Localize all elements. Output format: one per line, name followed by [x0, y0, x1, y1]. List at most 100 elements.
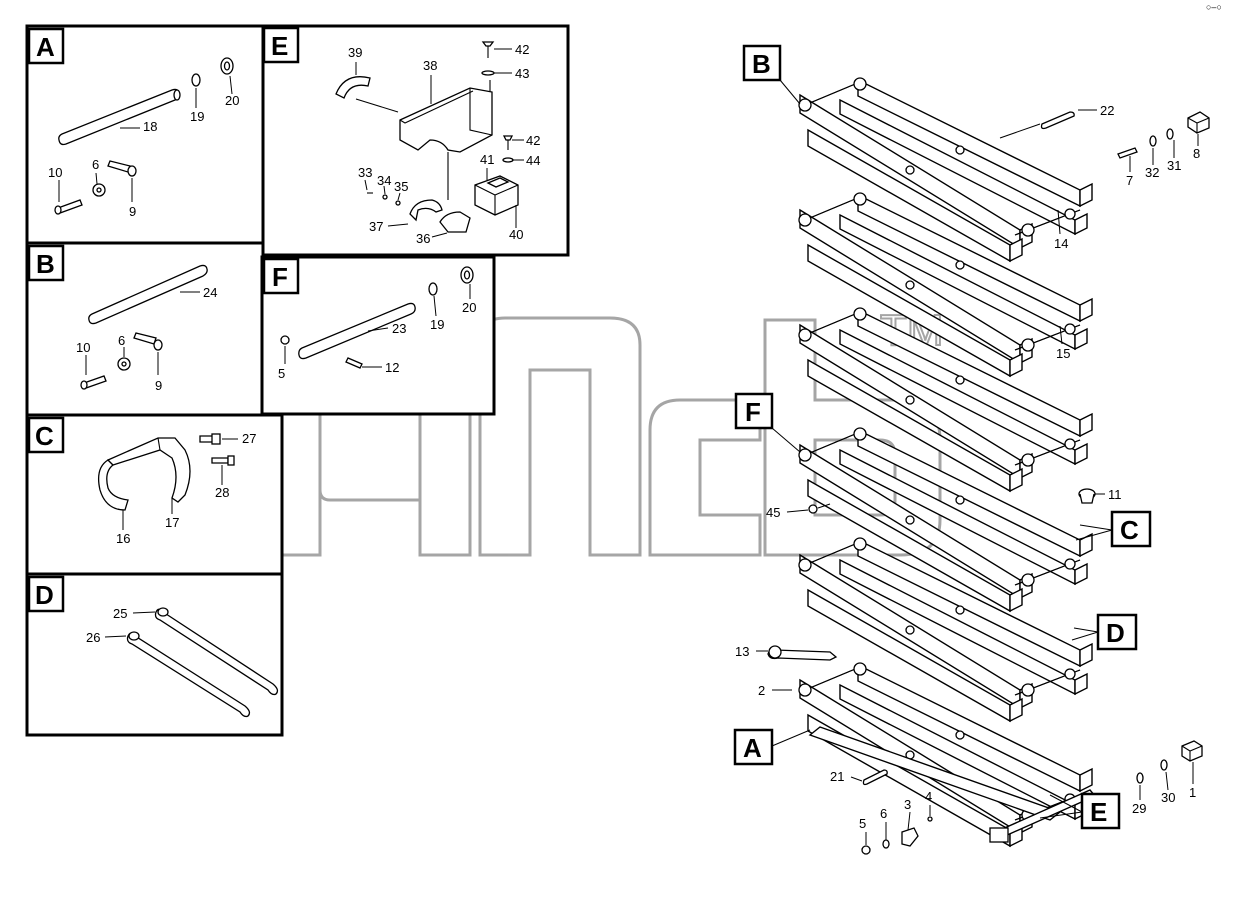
pivot [853, 427, 867, 441]
beam-end [1009, 237, 1023, 263]
part-label: 43 [515, 66, 529, 81]
part-label: 44 [526, 153, 540, 168]
panel-e-tag: E [271, 31, 288, 61]
cross-tube-fill [804, 666, 861, 691]
part-label: 42 [515, 42, 529, 57]
main-small-parts [756, 109, 1210, 855]
panel-a-drawing [54, 57, 234, 215]
part-label: 15 [1056, 346, 1070, 361]
part-label: 19 [430, 317, 444, 332]
center-pivot [955, 145, 965, 155]
part-label: 16 [116, 531, 130, 546]
center-pivot [905, 515, 915, 525]
roller [1064, 668, 1076, 680]
panel-e-drawing [335, 41, 524, 238]
part-label: 38 [423, 58, 437, 73]
cross-tube-fill [804, 431, 861, 456]
pivot [853, 307, 867, 321]
beam-end [1079, 182, 1093, 208]
callout-c: C [1120, 515, 1139, 545]
part-label: 30 [1161, 790, 1175, 805]
panel-d-drawing [104, 607, 279, 718]
center-pivot [955, 605, 965, 615]
beam-end [1074, 672, 1088, 696]
center-pivot [905, 395, 915, 405]
callout-d: D [1106, 618, 1125, 648]
callout-e: E [1090, 797, 1107, 827]
part-label: 28 [215, 485, 229, 500]
part-label: 45 [766, 505, 780, 520]
part-label: 10 [48, 165, 62, 180]
pivot [853, 662, 867, 676]
callout-b: B [752, 49, 771, 79]
center-pivot [955, 730, 965, 740]
roller [1021, 683, 1035, 697]
part-label: 1 [1189, 785, 1196, 800]
part-label: 9 [155, 378, 162, 393]
panel-f [260, 255, 496, 416]
pivot [853, 192, 867, 206]
part-label: 35 [394, 179, 408, 194]
part-label: 8 [1193, 146, 1200, 161]
pivot [798, 98, 812, 112]
panel-c-tag: C [35, 421, 54, 451]
callout-f: F [745, 397, 761, 427]
pivot [853, 537, 867, 551]
part-label: 37 [369, 219, 383, 234]
beam-end [1074, 442, 1088, 466]
pivot [853, 77, 867, 91]
panel-d-tag: D [35, 580, 54, 610]
roller [1064, 323, 1076, 335]
pivot [798, 213, 812, 227]
part-label: 10 [76, 340, 90, 355]
roller [1064, 208, 1076, 220]
main-callouts: B F C D A E [733, 44, 1152, 830]
roller [1021, 223, 1035, 237]
part-label: 31 [1167, 158, 1181, 173]
part-label: 5 [278, 366, 285, 381]
center-pivot [905, 280, 915, 290]
part-label: 5 [859, 816, 866, 831]
beam-end [1079, 297, 1093, 323]
part-label: 40 [509, 227, 523, 242]
part-label: 20 [462, 300, 476, 315]
beam-end [1074, 562, 1088, 586]
center-pivot [955, 260, 965, 270]
pivot [798, 683, 812, 697]
roller [1021, 573, 1035, 587]
part-label: 17 [165, 515, 179, 530]
panel-f-drawing [280, 266, 474, 369]
part-label: 22 [1100, 103, 1114, 118]
part-label: 14 [1054, 236, 1068, 251]
panel-a-tag: A [36, 32, 55, 62]
part-label: 23 [392, 321, 406, 336]
scissor-lift-assembly [798, 77, 1097, 848]
center-pivot [955, 495, 965, 505]
part-label: 12 [385, 360, 399, 375]
corner-mark: ○–○ [1206, 2, 1222, 12]
center-pivot [905, 625, 915, 635]
part-label: 4 [925, 789, 932, 804]
beam-end [1079, 532, 1093, 558]
part-label: 34 [377, 173, 391, 188]
pivot [798, 448, 812, 462]
part-label: 6 [880, 806, 887, 821]
part-label: 21 [830, 769, 844, 784]
beam-end [1079, 642, 1093, 668]
part-label: 32 [1145, 165, 1159, 180]
roller [1064, 438, 1076, 450]
beam-end [1009, 467, 1023, 493]
part-label: 42 [526, 133, 540, 148]
part-label: 20 [225, 93, 239, 108]
beam-end [1074, 327, 1088, 351]
base-foot [989, 827, 1009, 843]
beam-end [1009, 697, 1023, 723]
callout-a: A [743, 733, 762, 763]
pivot [798, 558, 812, 572]
roller [1021, 453, 1035, 467]
center-pivot [955, 375, 965, 385]
part-label: 18 [143, 119, 157, 134]
cross-tube-fill [804, 541, 861, 566]
beam-end [1079, 767, 1093, 793]
